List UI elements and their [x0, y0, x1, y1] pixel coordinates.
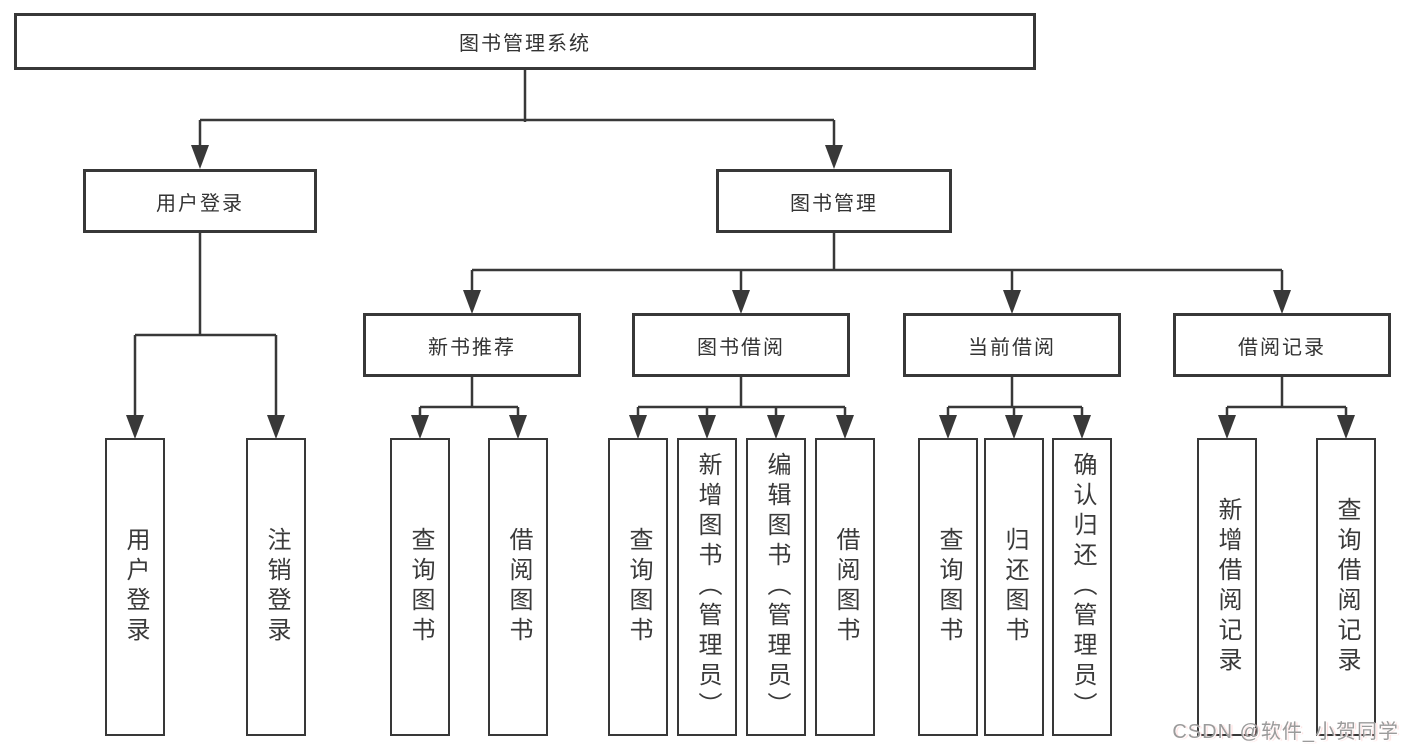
- leaf-query-books-current-label: 查询图书: [935, 527, 962, 647]
- leaf-confirm-return-admin-label: 确认归还（管理员）: [1069, 452, 1096, 722]
- leaf-add-borrow-record: 新增借阅记录: [1197, 438, 1257, 736]
- node-library-system: 图书管理系统: [14, 13, 1036, 70]
- leaf-logout-label: 注销登录: [263, 527, 290, 647]
- leaf-borrow-books-recommend: 借阅图书: [488, 438, 548, 736]
- leaf-user-login-label: 用户登录: [122, 527, 149, 647]
- leaf-query-books-recommend-label: 查询图书: [407, 527, 434, 647]
- leaf-query-books-recommend: 查询图书: [390, 438, 450, 736]
- leaf-query-books-borrow: 查询图书: [608, 438, 668, 736]
- node-book-management: 图书管理: [716, 169, 952, 233]
- leaf-edit-book-admin-label: 编辑图书（管理员）: [763, 452, 790, 722]
- leaf-add-borrow-record-label: 新增借阅记录: [1214, 497, 1241, 677]
- leaf-return-book-label: 归还图书: [1001, 527, 1028, 647]
- leaf-add-book-admin-label: 新增图书（管理员）: [694, 452, 721, 722]
- leaf-borrow-books-recommend-label: 借阅图书: [505, 527, 532, 647]
- leaf-query-books-borrow-label: 查询图书: [625, 527, 652, 647]
- leaf-confirm-return-admin: 确认归还（管理员）: [1052, 438, 1112, 736]
- leaf-user-login: 用户登录: [105, 438, 165, 736]
- leaf-logout: 注销登录: [246, 438, 306, 736]
- node-borrowing-records: 借阅记录: [1173, 313, 1391, 377]
- leaf-borrow-books-label: 借阅图书: [832, 527, 859, 647]
- leaf-add-book-admin: 新增图书（管理员）: [677, 438, 737, 736]
- leaf-edit-book-admin: 编辑图书（管理员）: [746, 438, 806, 736]
- leaf-borrow-books: 借阅图书: [815, 438, 875, 736]
- csdn-watermark: CSDN @软件_小贺同学: [1172, 721, 1399, 743]
- node-book-borrowing: 图书借阅: [632, 313, 850, 377]
- leaf-query-borrow-record: 查询借阅记录: [1316, 438, 1376, 736]
- leaf-query-borrow-record-label: 查询借阅记录: [1333, 497, 1360, 677]
- node-new-book-recommend: 新书推荐: [363, 313, 581, 377]
- node-current-borrowing: 当前借阅: [903, 313, 1121, 377]
- node-user-login: 用户登录: [83, 169, 317, 233]
- leaf-return-book: 归还图书: [984, 438, 1044, 736]
- leaf-query-books-current: 查询图书: [918, 438, 978, 736]
